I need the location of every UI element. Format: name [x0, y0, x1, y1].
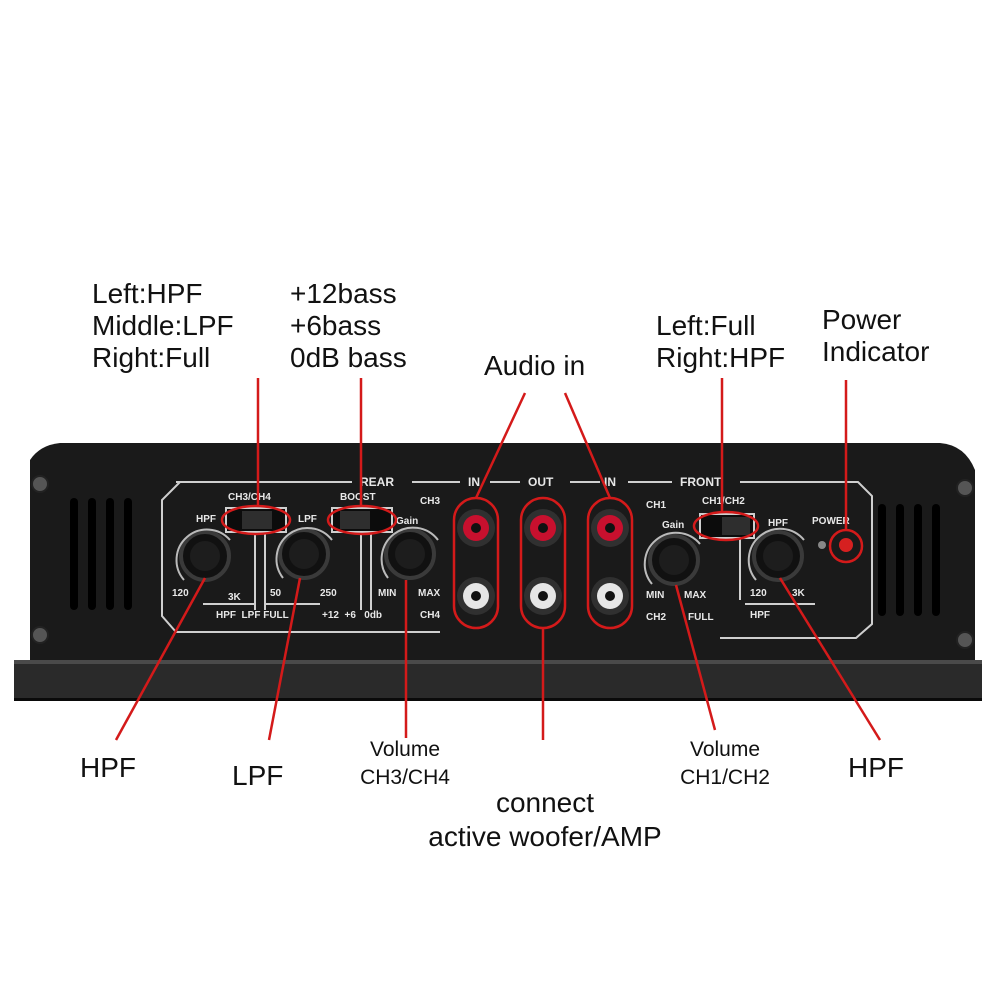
callout-markers [114, 378, 882, 741]
rca-in-left-bottom[interactable] [457, 577, 495, 615]
screws [31, 475, 974, 649]
callout-boost-line3: 0dB bass [290, 342, 407, 373]
power-led [818, 538, 853, 552]
callout-volume-front-line2: CH1/CH2 [680, 766, 770, 789]
callout-connect-line2: active woofer/AMP [428, 821, 662, 852]
callout-volume-rear-line1: Volume [369, 738, 441, 761]
knobs [175, 526, 805, 586]
ch4-label: CH4 [420, 610, 440, 621]
hpf-front-bottom-label: HPF [750, 610, 770, 621]
screw-icon [31, 626, 49, 644]
rear-label: REAR [360, 475, 394, 489]
callout-front-switch-line1: Left:Full [656, 310, 756, 341]
hpf-rear-min: 120 [172, 588, 189, 599]
lpf-min: 50 [270, 588, 282, 599]
gain-front-min: MIN [646, 590, 664, 601]
switch-boost[interactable] [331, 507, 393, 533]
callout-rear-switch-line2: Middle:LPF [92, 310, 234, 341]
pointer-audio-in-right [563, 392, 612, 499]
callout-rear-switch: Left:HPF Middle:LPF Right:Full [92, 278, 234, 374]
pointer-hpf-left [114, 577, 207, 741]
rca-jacks [457, 509, 629, 615]
ch3-label: CH3 [420, 496, 440, 507]
boost-label: BOOST [340, 492, 376, 503]
panel-labels: REAR IN OUT IN FRONT CH3/CH4 BOOST CH3 G… [172, 475, 851, 623]
hpf-rear-max: 3K [228, 592, 242, 603]
pointer-hpf-right [778, 577, 882, 741]
hpf-front-label: HPF [768, 518, 788, 529]
callout-rear-switch-line3: Right:Full [92, 342, 211, 373]
ch2-label: CH2 [646, 612, 666, 623]
rca-out-bottom[interactable] [524, 577, 562, 615]
rca-in-right-bottom[interactable] [591, 577, 629, 615]
switch-rear-filter[interactable] [225, 507, 287, 533]
callout-audio-in: Audio in [484, 350, 586, 381]
callout-connect-line1: connect [495, 787, 595, 818]
hpf-front-min: 120 [750, 588, 767, 599]
callout-rear-switch-line1: Left:HPF [92, 278, 203, 309]
full-label: FULL [688, 612, 714, 623]
screw-icon [31, 475, 49, 493]
callout-volume-front: Volume CH1/CH2 [650, 736, 800, 792]
callout-boost-line1: +12bass [290, 278, 397, 309]
switches [225, 507, 755, 539]
rca-out-top[interactable] [524, 509, 562, 547]
vent-left [70, 498, 132, 610]
screw-icon [956, 631, 974, 649]
callout-connect: connect active woofer/AMP [380, 786, 710, 854]
vent-right [878, 504, 940, 616]
gain-front-label: Gain [662, 520, 684, 531]
ch1-label: CH1 [646, 500, 666, 511]
power-label: POWER [812, 516, 851, 527]
amplifier-chassis [14, 443, 982, 701]
callout-hpf-left: HPF [80, 752, 136, 783]
rca-in-right-top[interactable] [591, 509, 629, 547]
boost-position-labels: +12 +6 0db [322, 610, 382, 621]
lpf-label: LPF [298, 514, 317, 525]
callout-boost: +12bass +6bass 0dB bass [290, 278, 407, 374]
rca-in-left-top[interactable] [457, 509, 495, 547]
callout-ring-front-switch [692, 510, 760, 542]
ch1ch2-label: CH1/CH2 [702, 496, 745, 507]
out-label: OUT [528, 475, 554, 489]
pointer-audio-in-left [474, 392, 527, 499]
callout-volume-rear-line2: CH3/CH4 [360, 766, 450, 789]
gain-rear-max: MAX [418, 588, 441, 599]
in-right-label: IN [604, 475, 616, 489]
hpf-rear-label: HPF [196, 514, 216, 525]
switch-front-filter[interactable] [699, 513, 755, 539]
knob-hpf-front[interactable] [747, 527, 805, 582]
screw-icon [956, 479, 974, 497]
gain-rear-label: Gain [396, 516, 418, 527]
callout-lpf: LPF [232, 760, 284, 791]
callout-boost-line2: +6bass [290, 310, 382, 341]
callout-power-line1: Power [822, 304, 902, 335]
knob-lpf[interactable] [275, 527, 333, 580]
callout-hpf-right: HPF [848, 752, 904, 783]
in-left-label: IN [468, 475, 480, 489]
knob-gain-rear[interactable] [380, 526, 439, 580]
gain-rear-min: MIN [378, 588, 396, 599]
knob-gain-front[interactable] [643, 531, 701, 586]
callout-power-line2: Indicator [822, 336, 930, 367]
hpf-front-max: 3K [792, 588, 806, 599]
pointer-lpf [267, 577, 302, 741]
lpf-max: 250 [320, 588, 337, 599]
callout-front-switch-line2: Right:HPF [656, 342, 786, 373]
panel-outline [161, 481, 873, 639]
pointer-volume-front [674, 584, 717, 731]
gain-front-max: MAX [684, 590, 707, 601]
callout-volume-front-line1: Volume [689, 738, 761, 761]
front-label: FRONT [680, 475, 722, 489]
callout-front-switch: Left:Full Right:HPF [656, 310, 785, 374]
callout-volume-rear: Volume CH3/CH4 [330, 736, 480, 792]
callout-ring-rear-switch [220, 504, 292, 536]
ch3ch4-label: CH3/CH4 [228, 492, 271, 503]
callout-power-indicator: Power Indicator [822, 304, 929, 368]
switch-rear-labels: HPF LPF FULL [216, 610, 289, 621]
